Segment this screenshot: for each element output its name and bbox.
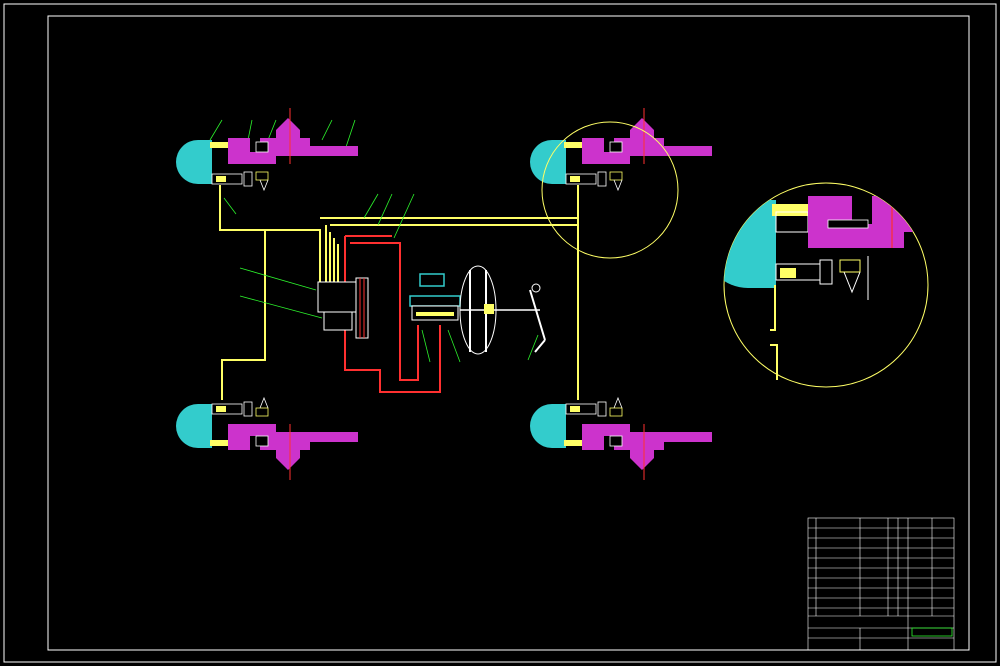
detail-circle-source <box>541 121 679 259</box>
wheel-brake-front-right <box>529 107 713 191</box>
pressure-lines <box>344 235 441 393</box>
wheel-brake-front-left <box>175 107 359 191</box>
wheel-brake-rear-right <box>529 397 713 481</box>
title-block <box>808 518 954 650</box>
wheel-brake-rear-left <box>175 397 359 481</box>
title-block-grid <box>807 517 955 651</box>
fluid-lines <box>219 185 778 400</box>
enlarged-detail-view <box>723 182 929 388</box>
leader-lines <box>209 119 539 363</box>
master-cylinder-booster <box>409 265 546 355</box>
outer-frame <box>3 3 997 663</box>
abs-modulator-unit <box>317 277 369 339</box>
inner-frame <box>47 15 970 651</box>
title-block-highlight <box>911 627 953 637</box>
